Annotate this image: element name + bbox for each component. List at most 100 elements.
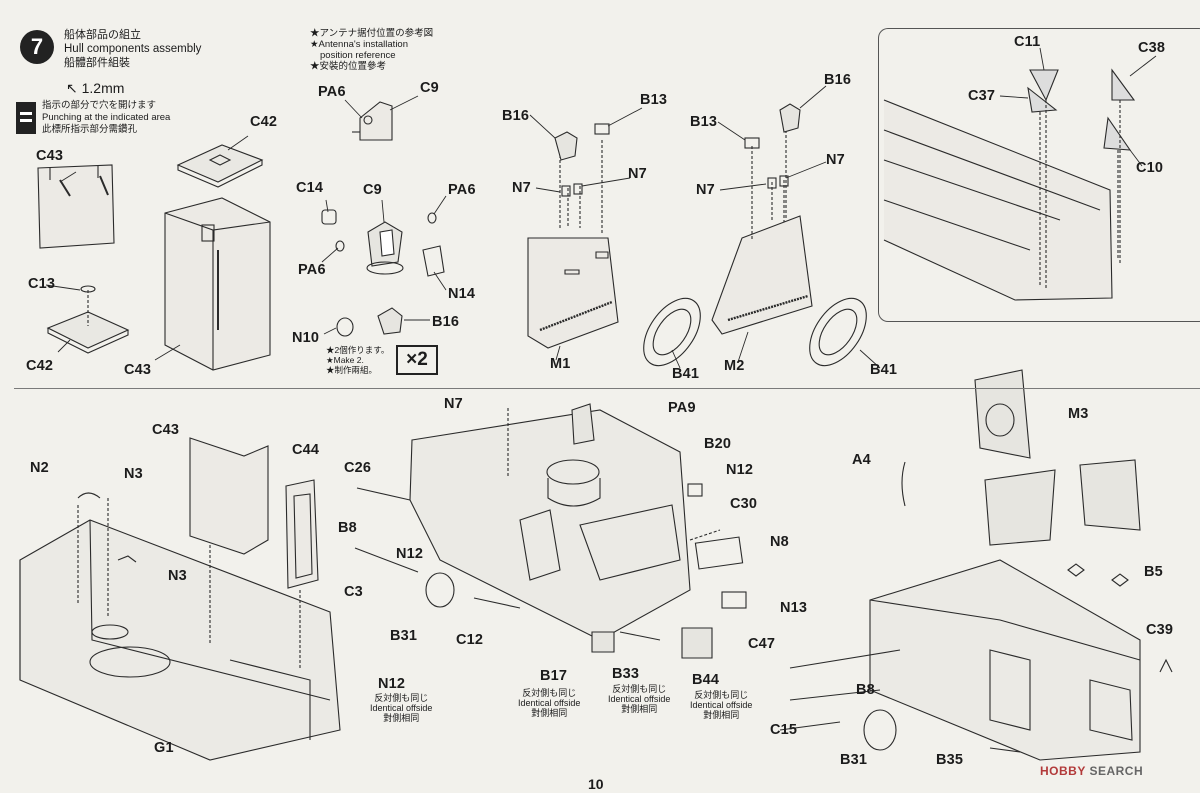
punch-ja: 指示の部分で穴を開けます: [42, 100, 157, 111]
step-title-ja: 船体部品の組立: [64, 29, 141, 41]
offside-en: Identical offside: [370, 703, 433, 713]
part-label-c12: C12: [456, 632, 484, 648]
make-note-zh: ★制作兩組。: [326, 365, 378, 375]
part-label-b5: B5: [1144, 564, 1163, 580]
drill-arrow-icon: ↖: [66, 80, 78, 96]
part-label-b13: B13: [640, 92, 668, 108]
part-label-c26: C26: [344, 460, 372, 476]
part-label-n12: N12: [726, 462, 754, 478]
offside-en: Identical offside: [518, 698, 581, 708]
antenna-note-en1: ★Antenna's installation: [310, 39, 409, 50]
part-label-c11: C11: [1014, 34, 1041, 50]
section-divider: [14, 388, 1200, 389]
part-label-n7: N7: [512, 180, 531, 196]
punch-instruction: 指示の部分で穴を開けます Punching at the indicated a…: [16, 100, 171, 136]
part-label-b44: B44: [692, 672, 720, 688]
c9-assembly: [321, 209, 445, 337]
part-label-c42: C42: [250, 114, 278, 130]
offside-en: Identical offside: [690, 700, 753, 710]
step-title-en: Hull components assembly: [64, 43, 202, 55]
part-label-c3: C3: [344, 584, 363, 600]
part-label-b16: B16: [502, 108, 530, 124]
offside-zh: 對側相同: [703, 710, 740, 720]
center-hull-superstructure: [354, 403, 747, 659]
offside-ja: 反対側も同じ: [612, 684, 667, 694]
part-label-n12: N12: [396, 546, 424, 562]
part-label-pa6: PA6: [298, 262, 326, 278]
offside-note-b17: 反対側も同じ Identical offside 對側相同: [518, 688, 580, 718]
part-label-c14: C14: [296, 180, 324, 196]
part-label-c30: C30: [730, 496, 758, 512]
drill-size-text: 1.2mm: [81, 80, 125, 96]
offside-zh: 對側相同: [621, 704, 658, 714]
watermark-brand: HOBBY: [1040, 764, 1086, 778]
m2-side-panel: [711, 103, 867, 367]
part-label-n8: N8: [770, 534, 789, 550]
punch-en: Punching at the indicated area: [42, 112, 171, 123]
part-label-b16: B16: [824, 72, 852, 88]
part-label-b8: B8: [338, 520, 357, 536]
part-label-b31: B31: [840, 752, 868, 768]
part-label-m2: M2: [724, 358, 745, 374]
antenna-note-zh: ★安裝的位置參考: [310, 61, 387, 72]
right-hull: [779, 369, 1173, 761]
m1-side-panel: [527, 123, 701, 367]
part-label-b16: B16: [432, 314, 460, 330]
part-label-c37: C37: [968, 88, 996, 104]
antenna-reference-note: ★アンテナ据付位置の参考図 ★Antenna's installation po…: [310, 28, 433, 72]
part-label-pa9: PA9: [668, 400, 696, 416]
part-label-n7: N7: [696, 182, 715, 198]
offside-zh: 對側相同: [383, 713, 420, 723]
part-label-pa6: PA6: [318, 84, 346, 100]
watermark: HOBBY SEARCH: [1040, 764, 1143, 778]
part-label-c9: C9: [420, 80, 439, 96]
part-label-n10: N10: [292, 330, 320, 346]
part-label-g1: G1: [154, 740, 174, 756]
antenna-reference-inset: [878, 28, 1200, 322]
part-label-c43: C43: [36, 148, 64, 164]
part-label-b17: B17: [540, 668, 568, 684]
part-label-b20: B20: [704, 436, 732, 452]
part-label-b31: B31: [390, 628, 418, 644]
part-label-c47: C47: [748, 636, 776, 652]
drill-size-note: ↖ 1.2mm: [66, 80, 124, 97]
part-label-c13: C13: [28, 276, 56, 292]
part-label-m1: M1: [550, 356, 571, 372]
c42-top-part: [176, 144, 264, 188]
part-label-c44: C44: [292, 442, 320, 458]
offside-note-n12: 反対側も同じ Identical offside 對側相同: [370, 693, 432, 723]
part-label-c42: C42: [26, 358, 54, 374]
part-label-n7: N7: [444, 396, 463, 412]
part-label-n7: N7: [628, 166, 647, 182]
part-label-c43: C43: [152, 422, 180, 438]
step-number-badge: 7: [20, 30, 54, 64]
c42-lower-part: [46, 285, 130, 354]
part-label-b13: B13: [690, 114, 718, 130]
c43-box-part: [164, 197, 271, 371]
antenna-note-en2: position reference: [320, 50, 396, 61]
make-note-ja: ★2個作ります。: [326, 345, 390, 355]
c9-antenna-base: [352, 101, 393, 141]
watermark-suffix: SEARCH: [1089, 764, 1144, 778]
part-label-c43: C43: [124, 362, 152, 378]
part-label-pa6: PA6: [448, 182, 476, 198]
punch-zh: 此標所指示部分需鑽孔: [42, 124, 138, 135]
antenna-note-ja: ★アンテナ据付位置の参考図: [310, 28, 434, 39]
step-title-zh: 船體部件組裝: [64, 57, 130, 69]
leader-lines: [45, 47, 1157, 369]
part-label-b33: B33: [612, 666, 640, 682]
part-label-c38: C38: [1138, 40, 1166, 56]
page-number: 10: [588, 776, 604, 792]
offside-note-b33: 反対側も同じ Identical offside 對側相同: [608, 684, 670, 714]
make-note-en: ★Make 2.: [326, 355, 364, 365]
part-label-b41: B41: [870, 362, 898, 378]
offside-ja: 反対側も同じ: [374, 693, 429, 703]
part-label-n13: N13: [780, 600, 808, 616]
part-label-n2: N2: [30, 460, 49, 476]
part-label-b35: B35: [936, 752, 964, 768]
step-title-block: 船体部品の組立 Hull components assembly 船體部件組裝: [64, 28, 201, 70]
offside-ja: 反対側も同じ: [522, 688, 577, 698]
part-label-n12: N12: [378, 676, 406, 692]
